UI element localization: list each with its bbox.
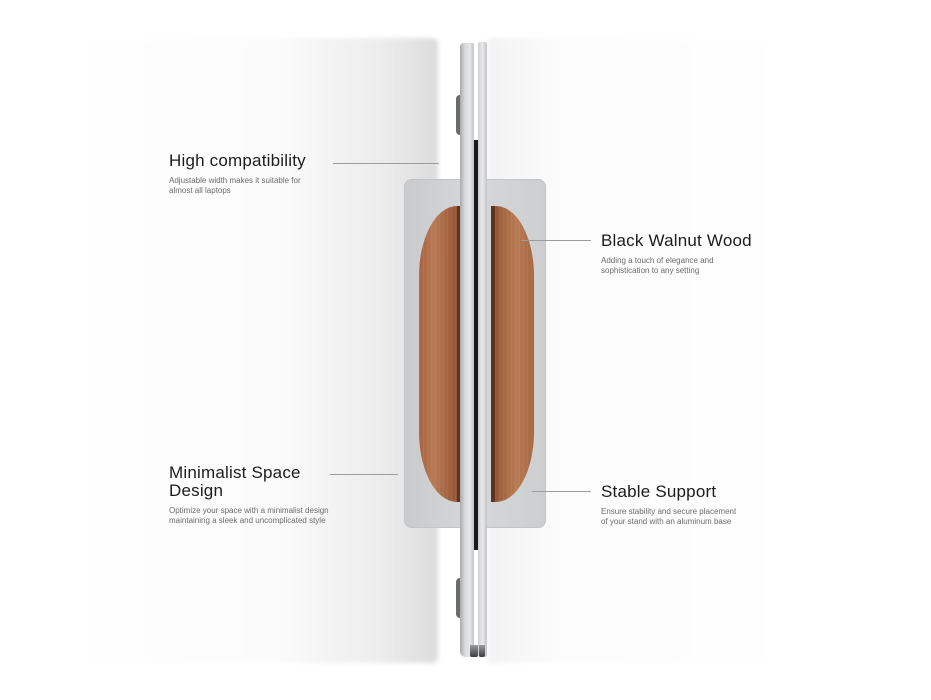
walnut-wood-block-right: [491, 206, 534, 502]
backdrop-left-shade: [78, 38, 438, 663]
title-line: Design: [169, 481, 224, 500]
title-line: Minimalist Space: [169, 463, 301, 482]
laptop-edge-left: [470, 645, 478, 657]
description-line: of your stand with an aluminum base: [601, 517, 732, 526]
laptop-edge-right: [479, 645, 485, 657]
description-line: almost all laptops: [169, 186, 231, 195]
laptop-hinge-bottom: [456, 578, 462, 618]
callout-title: High compatibility: [169, 151, 306, 170]
description-line: Adding a touch of elegance and: [601, 256, 714, 265]
leader-line-minimalist-space-design: [330, 474, 398, 475]
callout-minimalist-space-design: Minimalist Space Design Optimize your sp…: [169, 464, 329, 526]
callout-description: Adding a touch of elegance and sophistic…: [601, 256, 752, 276]
description-line: maintaining a sleek and uncomplicated st…: [169, 516, 326, 525]
description-line: Optimize your space with a minimalist de…: [169, 506, 329, 515]
laptop-hinge-top: [456, 95, 462, 135]
description-line: Ensure stability and secure placement: [601, 507, 737, 516]
laptop-lid-profile: [460, 43, 474, 657]
callout-title: Minimalist Space Design: [169, 464, 329, 500]
laptop-base-profile: [478, 42, 487, 657]
leader-line-stable-support: [532, 491, 591, 492]
laptop-screen-gap: [474, 140, 478, 550]
callout-title: Black Walnut Wood: [601, 231, 752, 250]
leader-line-black-walnut-wood: [521, 240, 591, 241]
callout-description: Ensure stability and secure placement of…: [601, 507, 736, 527]
callout-high-compatibility: High compatibility Adjustable width make…: [169, 152, 306, 196]
callout-black-walnut-wood: Black Walnut Wood Adding a touch of eleg…: [601, 232, 752, 276]
leader-line-high-compatibility: [333, 163, 439, 164]
callout-description: Adjustable width makes it suitable for a…: [169, 176, 306, 196]
description-line: Adjustable width makes it suitable for: [169, 176, 301, 185]
description-line: sophistication to any setting: [601, 266, 700, 275]
callout-title: Stable Support: [601, 482, 717, 501]
callout-description: Optimize your space with a minimalist de…: [169, 506, 329, 526]
walnut-wood-block-left: [419, 206, 461, 502]
callout-stable-support: Stable Support Ensure stability and secu…: [601, 483, 736, 527]
